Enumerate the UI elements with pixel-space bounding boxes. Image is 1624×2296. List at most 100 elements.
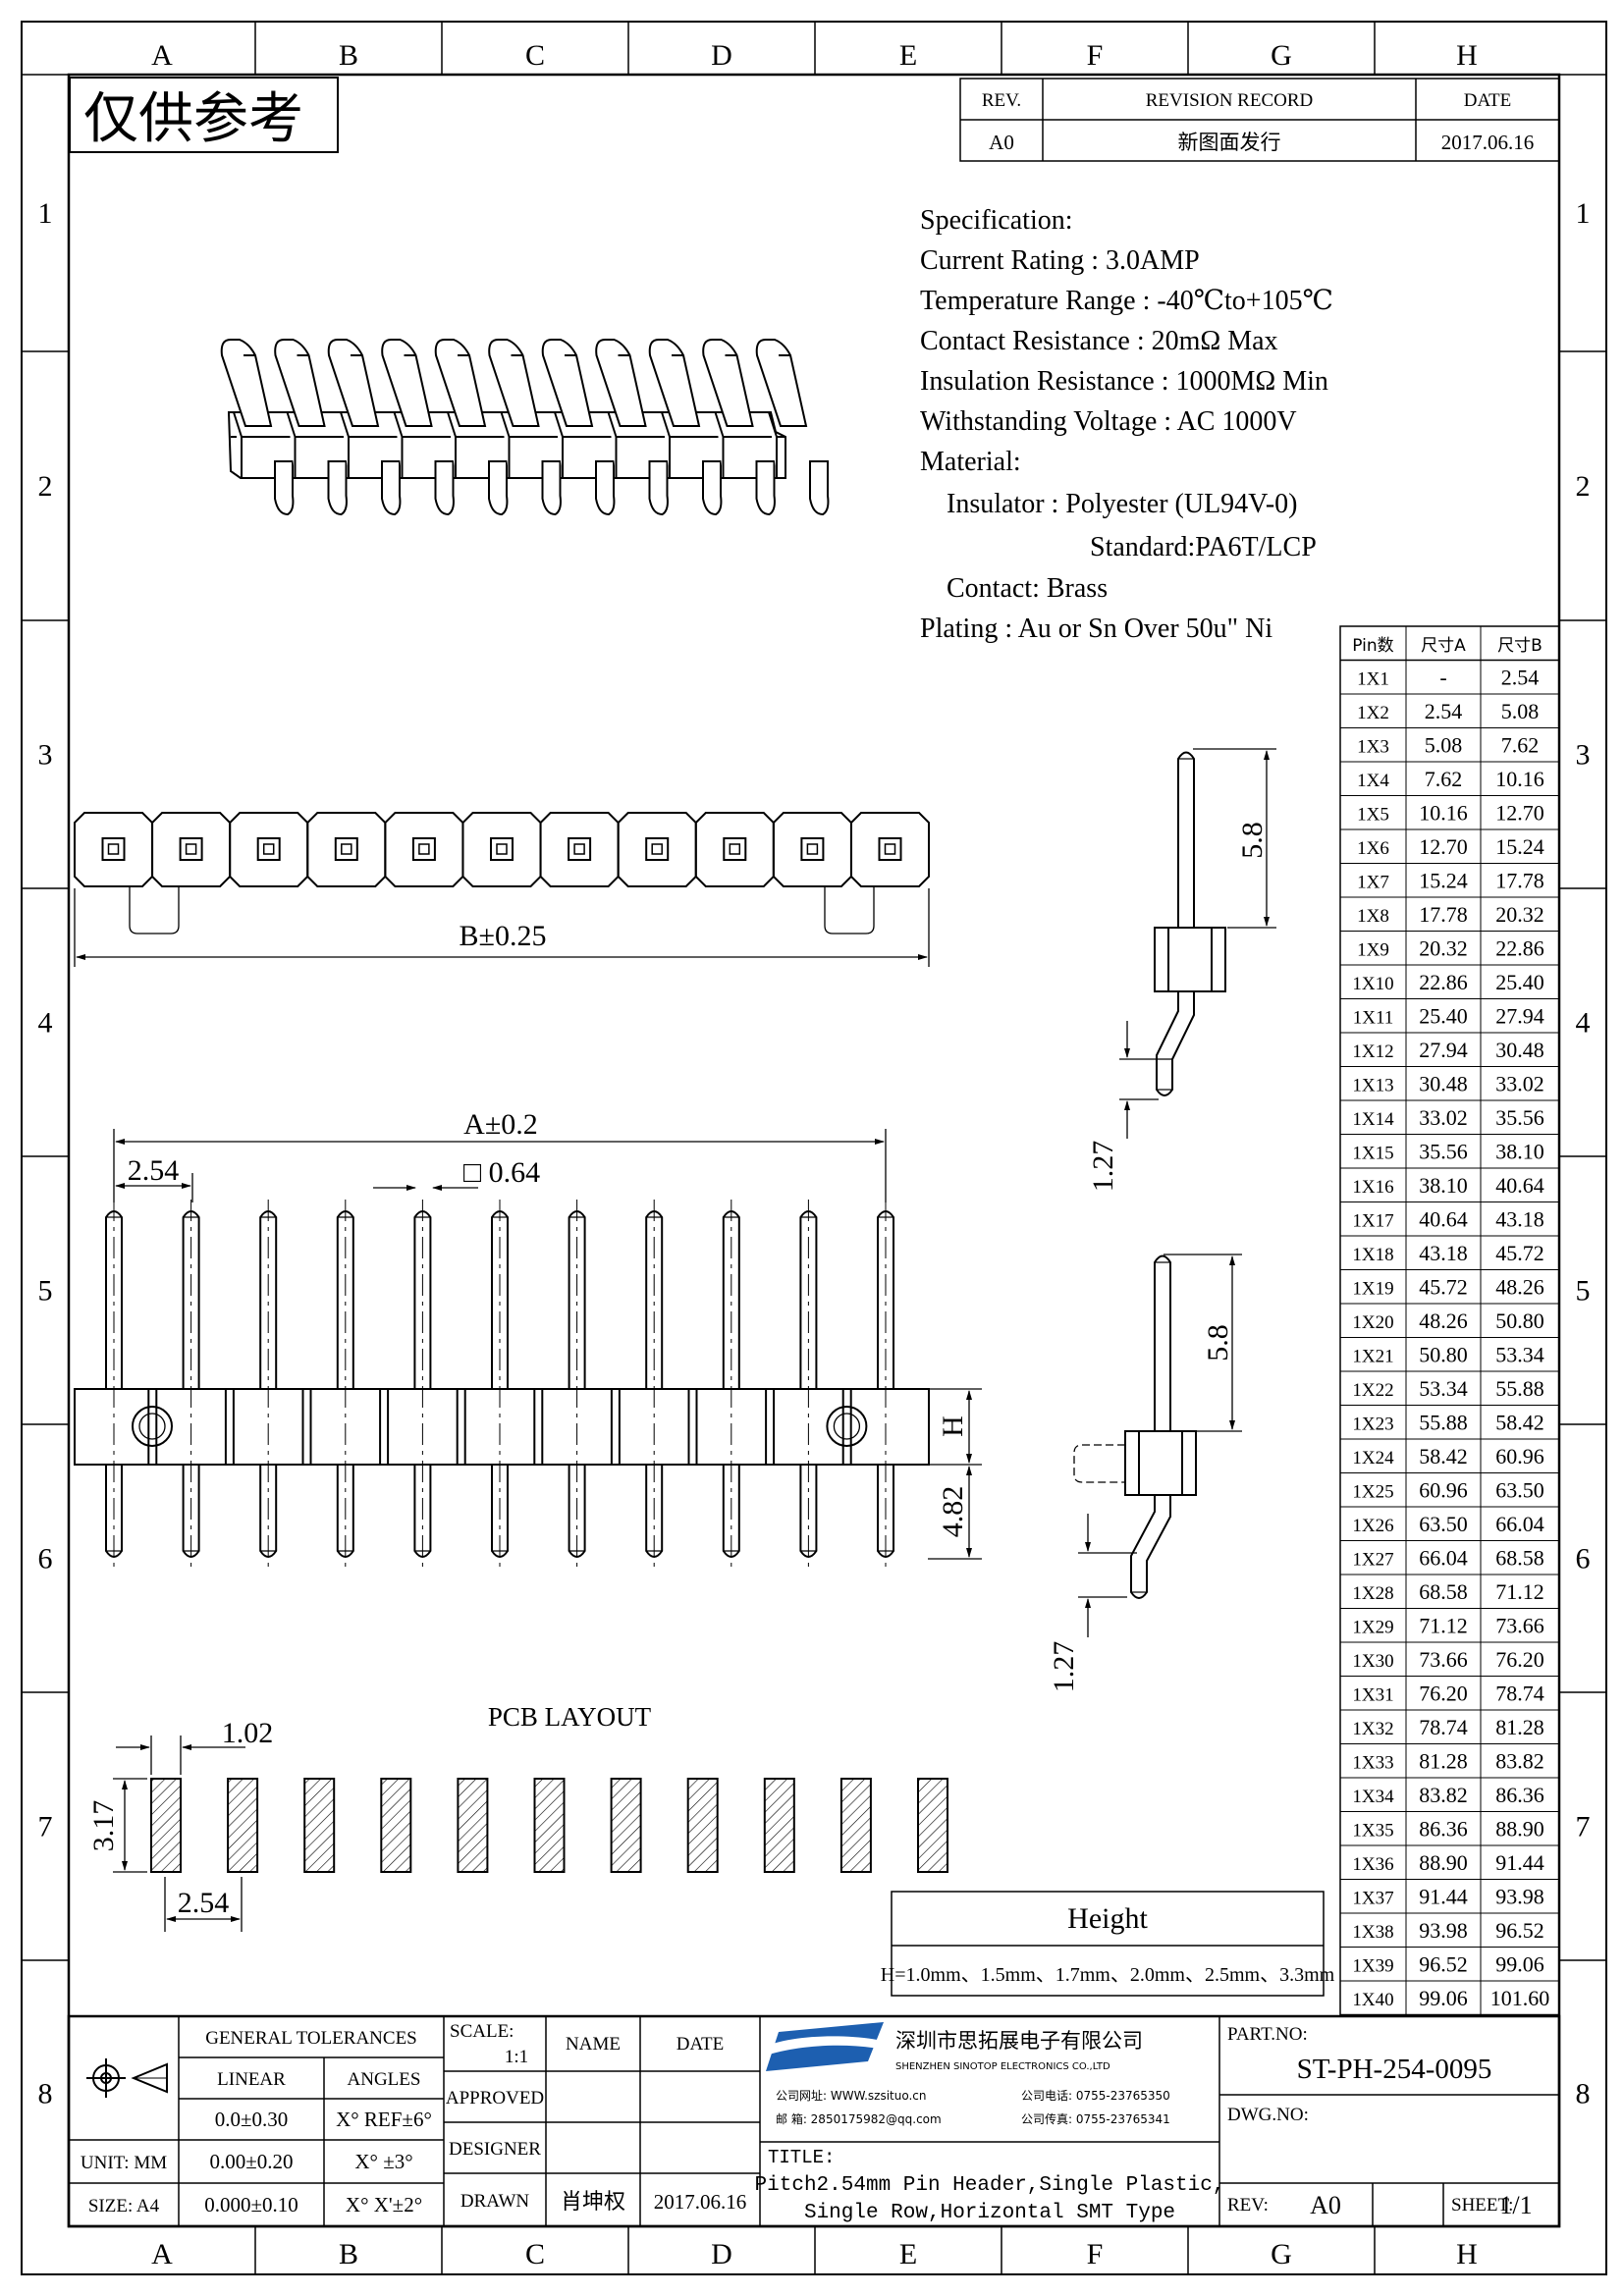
pin-table-cell: 71.12 bbox=[1419, 1614, 1468, 1638]
spec-line: Withstanding Voltage : AC 1000V bbox=[920, 406, 1297, 437]
pin-table-cell: 48.26 bbox=[1495, 1275, 1544, 1300]
drawn-date: 2017.06.16 bbox=[654, 2190, 747, 2214]
pin-table-cell: 50.80 bbox=[1419, 1343, 1468, 1367]
company-web: 公司网址: WWW.szsituo.cn bbox=[776, 2089, 927, 2103]
height-title: Height bbox=[1067, 1902, 1148, 1935]
pin-table-cell: 91.44 bbox=[1495, 1850, 1544, 1875]
pin-table-cell: 1X37 bbox=[1352, 1889, 1393, 1909]
pin-table-cell: 27.94 bbox=[1419, 1038, 1468, 1062]
pin-table-cell: 53.34 bbox=[1419, 1376, 1468, 1401]
pin-table-cell: 17.78 bbox=[1419, 902, 1468, 927]
pin-table-cell: 76.20 bbox=[1419, 1682, 1468, 1706]
pin-table-cell: - bbox=[1439, 666, 1446, 690]
side-views bbox=[1073, 751, 1226, 1599]
pin-table-cell: 96.52 bbox=[1495, 1918, 1544, 1943]
pin-table-cell: 86.36 bbox=[1419, 1817, 1468, 1842]
sheet-label: SHEET: bbox=[1451, 2195, 1513, 2216]
pin-table-cell: 1X29 bbox=[1352, 1618, 1393, 1638]
pin-table-cell: 96.52 bbox=[1419, 1952, 1468, 1977]
pin-table-cell: 1X13 bbox=[1352, 1076, 1393, 1096]
row-label-right: 3 bbox=[1576, 739, 1591, 772]
name-header: NAME bbox=[566, 2034, 621, 2055]
pin-table-cell: 1X3 bbox=[1357, 737, 1389, 758]
stamp-text: 仅供参考 bbox=[83, 87, 303, 151]
pin-table-cell: 76.20 bbox=[1495, 1647, 1544, 1672]
pin-table-cell: 88.90 bbox=[1419, 1850, 1468, 1875]
pin-table-cell: 63.50 bbox=[1419, 1512, 1468, 1536]
pin-table-cell: 73.66 bbox=[1495, 1614, 1544, 1638]
row-label-left: 4 bbox=[38, 1007, 53, 1040]
column-label-top: A bbox=[151, 39, 173, 72]
row-label-right: 8 bbox=[1576, 2078, 1591, 2110]
drawn-name: 肖坤权 bbox=[561, 2190, 625, 2215]
side-dim-up-label: 5.8 bbox=[1236, 822, 1269, 859]
date-header: DATE bbox=[677, 2034, 725, 2055]
pin-table-cell: 99.06 bbox=[1419, 1986, 1468, 2010]
pin-table-header: 尺寸A bbox=[1421, 636, 1466, 656]
dim-pin-square-label: □ 0.64 bbox=[463, 1156, 540, 1189]
pcb-pads bbox=[150, 1778, 948, 1873]
pin-table-cell: 5.08 bbox=[1501, 699, 1540, 723]
pin-table-cell: 12.70 bbox=[1419, 834, 1468, 859]
row-label-left: 7 bbox=[38, 1811, 53, 1843]
pin-table-cell: 45.72 bbox=[1495, 1241, 1544, 1265]
row-label-left: 1 bbox=[38, 197, 53, 230]
pin-table-cell: 30.48 bbox=[1495, 1038, 1544, 1062]
pin-table-cell: 20.32 bbox=[1495, 902, 1544, 927]
pin-table-cell: 1X14 bbox=[1352, 1109, 1394, 1130]
unit-label: UNIT: MM bbox=[81, 2153, 167, 2173]
column-label-top: H bbox=[1456, 39, 1478, 72]
pcb-pad-width-label: 1.02 bbox=[222, 1717, 274, 1749]
column-label-bottom: F bbox=[1087, 2238, 1104, 2270]
pin-table-cell: 1X16 bbox=[1352, 1177, 1393, 1198]
pin-table-cell: 10.16 bbox=[1419, 801, 1468, 826]
row-label-right: 1 bbox=[1576, 197, 1591, 230]
pcb-layout-title: PCB LAYOUT bbox=[488, 1702, 652, 1732]
spec-title: Specification: bbox=[920, 205, 1073, 236]
pin-table-cell: 66.04 bbox=[1419, 1546, 1468, 1571]
part-no: ST-PH-254-0095 bbox=[1297, 2054, 1492, 2085]
rev-label: REV: bbox=[1227, 2195, 1269, 2216]
row-label-right: 6 bbox=[1576, 1543, 1591, 1575]
pin-table-cell: 93.98 bbox=[1495, 1885, 1544, 1909]
pin-table-cell: 1X32 bbox=[1352, 1719, 1393, 1739]
spec-line: Material: bbox=[920, 447, 1021, 477]
tol-linear: 0.0±0.30 bbox=[215, 2108, 289, 2131]
row-label-left: 8 bbox=[38, 2078, 53, 2110]
pin-table-cell: 2.54 bbox=[1501, 666, 1540, 690]
column-label-bottom: G bbox=[1271, 2238, 1292, 2270]
pin-table-cell: 78.74 bbox=[1419, 1715, 1468, 1739]
company-name-en: SHENZHEN SINOTOP ELECTRONICS CO.,LTD bbox=[895, 2061, 1110, 2072]
pin-table-cell: 45.72 bbox=[1419, 1275, 1468, 1300]
grid-ticks bbox=[22, 22, 1606, 2274]
spec-insulator: Insulator : Polyester (UL94V-0) bbox=[947, 489, 1297, 519]
title-block: GENERAL TOLERANCES LINEAR ANGLES 0.0±0.3… bbox=[67, 2014, 1561, 2228]
pin-table-cell: 1X1 bbox=[1357, 669, 1389, 690]
column-label-top: D bbox=[711, 39, 732, 72]
drawing-title-line1: Pitch2.54mm Pin Header,Single Plastic, bbox=[755, 2174, 1225, 2197]
pin-table-cell: 1X26 bbox=[1352, 1516, 1393, 1536]
pin-table-cell: 1X35 bbox=[1352, 1821, 1393, 1842]
pin-table-cell: 7.62 bbox=[1425, 767, 1463, 791]
tol-angle: X° ±3° bbox=[354, 2150, 412, 2173]
tol-angle: X° X'±2° bbox=[346, 2193, 422, 2216]
record-header: REVISION RECORD bbox=[1146, 90, 1313, 111]
pin-table-cell: 38.10 bbox=[1495, 1140, 1544, 1164]
height-values: H=1.0mm、1.5mm、1.7mm、2.0mm、2.5mm、3.3mm bbox=[881, 1964, 1335, 1986]
pin-table-cell: 1X31 bbox=[1352, 1685, 1393, 1706]
company-name-cn: 深圳市思拓展电子有限公司 bbox=[895, 2029, 1143, 2053]
pin-table-cell: 33.02 bbox=[1419, 1105, 1468, 1130]
scale-label: SCALE: bbox=[450, 2021, 514, 2042]
pin-table-cell: 1X39 bbox=[1352, 1956, 1393, 1977]
pin-table-cell: 22.86 bbox=[1419, 970, 1468, 994]
tol-angle: X° REF±6° bbox=[336, 2108, 432, 2131]
pin-table-cell: 1X17 bbox=[1352, 1211, 1393, 1232]
pin-table-cell: 1X22 bbox=[1352, 1380, 1393, 1401]
pcb-pad-height-label: 3.17 bbox=[87, 1800, 120, 1852]
pin-table-cell: 68.58 bbox=[1419, 1579, 1468, 1604]
pin-table-cell: 20.32 bbox=[1419, 936, 1468, 961]
pin-table-cell: 2.54 bbox=[1425, 699, 1463, 723]
column-label-bottom: C bbox=[525, 2238, 545, 2270]
isometric-view bbox=[220, 338, 830, 516]
dim-b-label: B±0.25 bbox=[460, 920, 547, 952]
